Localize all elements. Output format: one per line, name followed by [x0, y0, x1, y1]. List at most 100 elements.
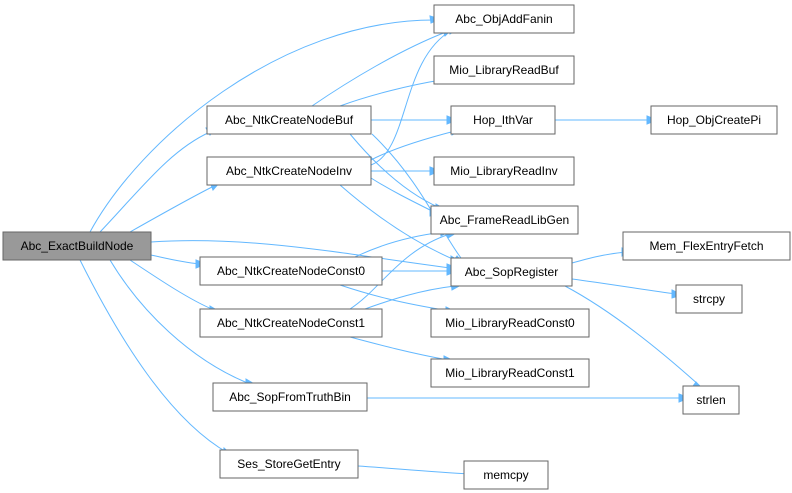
- node-hopithvar[interactable]: Hop_IthVar: [450, 105, 556, 135]
- edge-line: [99, 131, 211, 233]
- node-label: Abc_SopRegister: [465, 265, 558, 279]
- node-label: Abc_FrameReadLibGen: [440, 213, 569, 227]
- node-label: Hop_ObjCreatePi: [667, 113, 761, 127]
- node-label: Ses_StoreGetEntry: [237, 457, 340, 471]
- edge-line: [150, 240, 452, 269]
- node-mioreadinv[interactable]: Mio_LibraryReadInv: [433, 156, 575, 186]
- edge-ntkbuf-to-objaddfanin: [311, 27, 454, 107]
- edge-line: [339, 184, 456, 261]
- edge-line: [79, 259, 229, 454]
- node-memcpy[interactable]: memcpy: [463, 460, 549, 490]
- edge-sopregister-to-strcpy: [571, 278, 684, 299]
- node-label: Abc_NtkCreateNodeBuf: [225, 113, 354, 127]
- node-box: [206, 156, 372, 186]
- node-sopregister[interactable]: Abc_SopRegister: [450, 257, 573, 287]
- node-box: [430, 205, 579, 235]
- node-box: [199, 308, 383, 338]
- edge-root-to-sesstore: [79, 259, 235, 457]
- node-box: [450, 257, 573, 287]
- node-box: [675, 284, 743, 314]
- call-graph-edges: [79, 15, 704, 479]
- node-objaddfanin[interactable]: Abc_ObjAddFanin: [433, 4, 575, 34]
- node-label: Abc_ObjAddFanin: [455, 12, 552, 26]
- node-ntkconst0[interactable]: Abc_NtkCreateNodeConst0: [199, 256, 383, 286]
- edge-line: [571, 251, 627, 264]
- node-label: Hop_IthVar: [473, 113, 533, 127]
- edge-root-to-ntkinv: [129, 181, 222, 233]
- edge-line: [339, 79, 442, 107]
- node-label: Mio_LibraryReadConst1: [445, 366, 575, 380]
- edge-line: [370, 130, 456, 161]
- node-sesstore[interactable]: Ses_StoreGetEntry: [219, 449, 359, 479]
- node-box: [650, 105, 778, 135]
- edge-line: [349, 233, 451, 310]
- node-label: Abc_ExactBuildNode: [21, 239, 134, 253]
- edge-ntkinv-to-objaddfanin: [370, 25, 460, 166]
- node-label: strlen: [696, 393, 725, 407]
- node-label: Mio_LibraryReadConst0: [445, 316, 575, 330]
- node-box: [430, 308, 590, 338]
- call-graph-nodes: Abc_ExactBuildNode Abc_ObjAddFaninAbc_Ntk…: [2, 4, 791, 490]
- node-mioreadconst1[interactable]: Mio_LibraryReadConst1: [430, 358, 590, 388]
- node-label: Mem_FlexEntryFetch: [649, 239, 763, 253]
- edge-line: [571, 278, 677, 295]
- node-label: Abc_NtkCreateNodeInv: [226, 164, 352, 178]
- edge-sopfromtruthbin-to-strlen: [367, 393, 691, 403]
- node-label: strcpy: [693, 292, 725, 306]
- node-root: Abc_ExactBuildNode: [2, 231, 152, 261]
- node-ntkconst1[interactable]: Abc_NtkCreateNodeConst1: [199, 308, 383, 338]
- node-box: [433, 4, 575, 34]
- edge-ntkconst0-to-sopregister: [382, 266, 459, 276]
- edge-line: [150, 254, 201, 265]
- node-box: [2, 231, 152, 261]
- node-label: Abc_SopFromTruthBin: [229, 390, 351, 404]
- node-label: Mio_LibraryReadBuf: [449, 63, 559, 77]
- node-box: [622, 231, 791, 261]
- node-mioreadconst0[interactable]: Mio_LibraryReadConst0: [430, 308, 590, 338]
- edge-hopithvar-to-hopobjcreatepi: [555, 115, 659, 125]
- node-memflex[interactable]: Mem_FlexEntryFetch: [622, 231, 791, 261]
- node-box: [463, 460, 549, 490]
- node-box: [430, 358, 590, 388]
- node-ntkinv[interactable]: Abc_NtkCreateNodeInv: [206, 156, 372, 186]
- node-strlen[interactable]: strlen: [682, 385, 740, 415]
- node-hopobjcreatepi[interactable]: Hop_ObjCreatePi: [650, 105, 778, 135]
- edge-line: [129, 259, 215, 311]
- node-strcpy[interactable]: strcpy: [675, 284, 743, 314]
- edge-line: [349, 336, 449, 361]
- edge-root-to-ntkconst0: [150, 254, 208, 269]
- node-box: [450, 105, 556, 135]
- node-label: Mio_LibraryReadInv: [450, 164, 557, 178]
- node-box: [433, 55, 575, 85]
- edge-line: [357, 465, 471, 475]
- node-framereadlibgen[interactable]: Abc_FrameReadLibGen: [430, 205, 579, 235]
- node-box: [433, 156, 575, 186]
- node-box: [219, 449, 359, 479]
- edge-line: [349, 133, 441, 209]
- edge-line: [339, 284, 451, 312]
- edge-line: [311, 31, 447, 107]
- edge-line: [564, 285, 701, 387]
- edge-line: [370, 29, 453, 166]
- edge-ntkbuf-to-mioreadbuf: [339, 75, 449, 107]
- edge-sesstore-to-memcpy: [357, 465, 478, 479]
- edge-line: [364, 285, 456, 310]
- edge-ntkconst1-to-sopregister: [364, 281, 463, 310]
- node-ntkbuf[interactable]: Abc_NtkCreateNodeBuf: [206, 105, 372, 135]
- node-box: [682, 385, 740, 415]
- node-label: memcpy: [483, 468, 528, 482]
- edge-line: [354, 231, 445, 258]
- edge-ntkbuf-to-hopithvar: [371, 115, 459, 125]
- edge-line: [109, 259, 251, 385]
- node-box: [212, 382, 368, 412]
- node-sopfromtruthbin[interactable]: Abc_SopFromTruthBin: [212, 382, 368, 412]
- node-label: Abc_NtkCreateNodeConst0: [217, 264, 365, 278]
- edge-line: [370, 177, 435, 213]
- node-mioreadbuf[interactable]: Mio_LibraryReadBuf: [433, 55, 575, 85]
- node-box: [199, 256, 383, 286]
- edge-line: [371, 133, 462, 259]
- edge-line: [129, 185, 215, 233]
- edge-line: [89, 19, 435, 233]
- node-label: Abc_NtkCreateNodeConst1: [217, 316, 365, 330]
